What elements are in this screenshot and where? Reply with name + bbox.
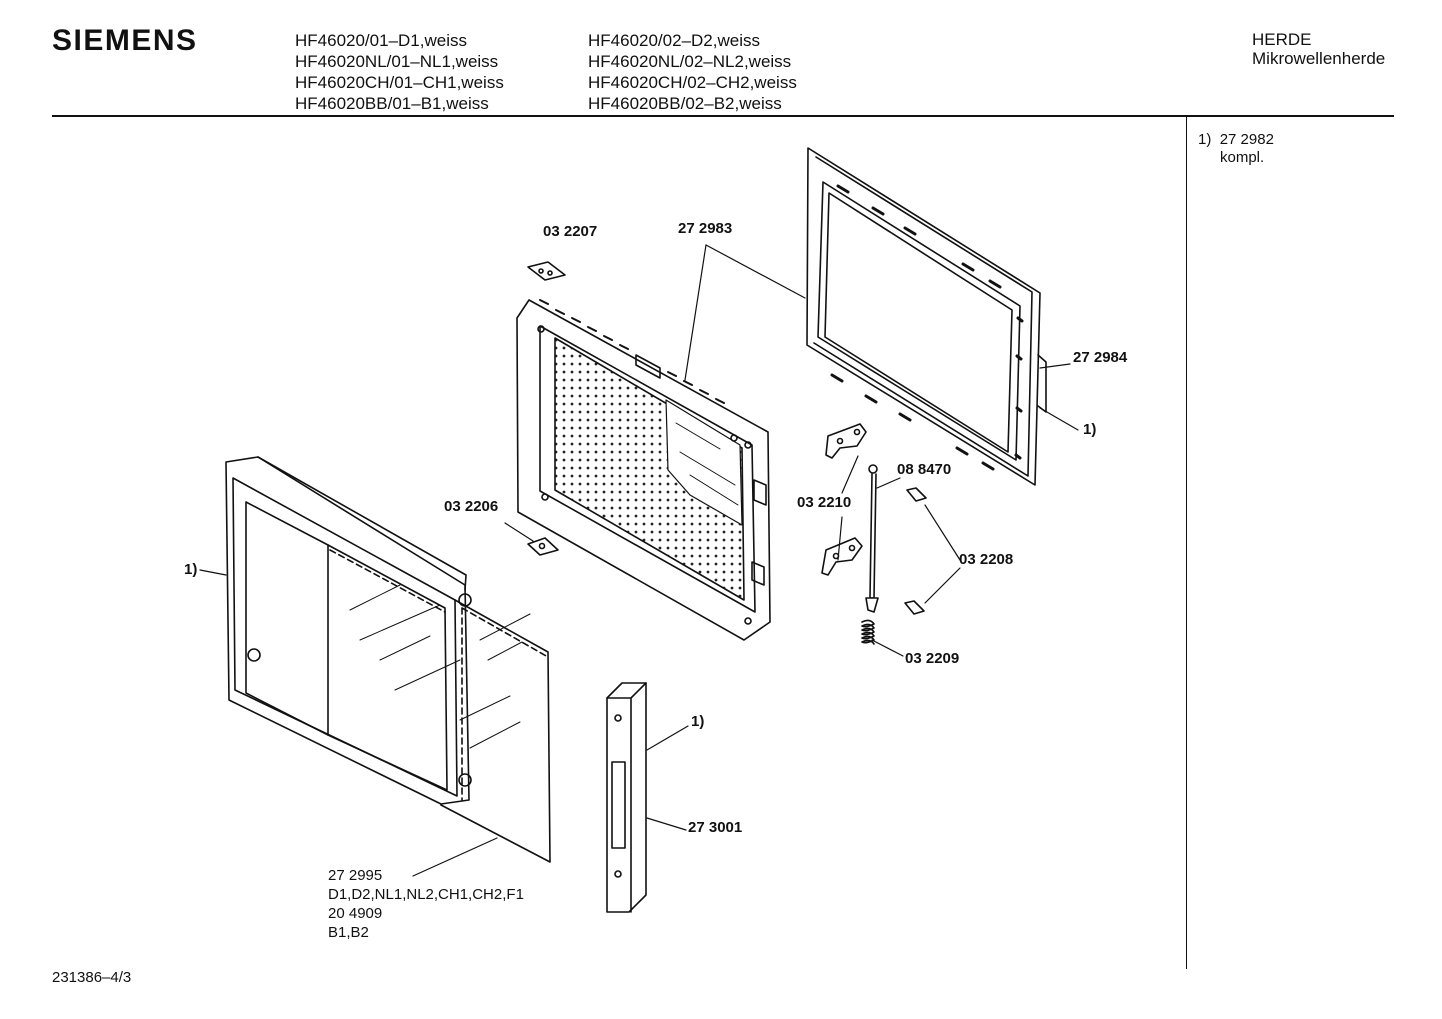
back-frame-part (806, 147, 1047, 486)
category-block: HERDE Mikrowellenherde (1252, 30, 1385, 68)
choke-frame-part (516, 299, 771, 641)
plate-part-upper (527, 261, 566, 281)
model-line: HF46020/01–D1,weiss (295, 31, 467, 50)
plate-part-lower (527, 537, 559, 556)
door-variant-block: 27 2995 D1,D2,NL1,NL2,CH1,CH2,F1 20 4909… (328, 866, 524, 942)
category-title: HERDE (1252, 30, 1312, 49)
footnote-part-number: 27 2982 (1219, 131, 1274, 148)
footnote-block: 1) 27 2982 kompl. (1198, 131, 1274, 167)
model-line: HF46020NL/02–NL2,weiss (588, 52, 792, 71)
label-032206: 03 2206 (444, 498, 499, 515)
model-line: HF46020NL/01–NL1,weiss (295, 52, 499, 71)
label-ref-frame: 1) (1083, 421, 1097, 438)
leader-lines (199, 244, 1079, 877)
latch-hook-upper (825, 423, 867, 459)
footnote-text: kompl. (1220, 149, 1265, 166)
pin-part (904, 487, 927, 615)
latch-rod-part (865, 464, 879, 613)
latch-hook-lower (821, 537, 863, 576)
label-032209: 03 2209 (905, 650, 960, 667)
label-272995: 27 2995 (328, 867, 383, 884)
model-line: HF46020BB/01–B1,weiss (295, 94, 489, 113)
label-088470: 08 8470 (897, 461, 952, 478)
category-subtitle: Mikrowellenherde (1252, 49, 1386, 68)
header-divider (52, 115, 1394, 117)
model-line: HF46020/02–D2,weiss (588, 31, 760, 50)
model-line: HF46020CH/01–CH1,weiss (295, 73, 504, 92)
model-line: HF46020BB/02–B2,weiss (588, 94, 782, 113)
label-032207: 03 2207 (543, 223, 598, 240)
footnote-marker: 1) (1198, 131, 1212, 148)
label-272984: 27 2984 (1073, 349, 1128, 366)
brand-logo: SIEMENS (52, 24, 198, 57)
label-204909-variants: B1,B2 (328, 924, 369, 941)
label-272983: 27 2983 (678, 220, 733, 237)
notes-divider (1186, 117, 1187, 969)
label-272995-variants: D1,D2,NL1,NL2,CH1,CH2,F1 (328, 886, 524, 903)
label-032208: 03 2208 (959, 551, 1014, 568)
door-handle-part (606, 682, 647, 913)
model-list-2: HF46020/02–D2,weiss HF46020NL/02–NL2,wei… (588, 30, 797, 114)
document-id: 231386–4/3 (52, 969, 132, 986)
front-door-part (225, 456, 551, 863)
model-line: HF46020CH/02–CH2,weiss (588, 73, 797, 92)
label-ref-handle: 1) (691, 713, 705, 730)
label-032210: 03 2210 (797, 494, 852, 511)
label-204909: 20 4909 (328, 905, 383, 922)
label-273001: 27 3001 (688, 819, 743, 836)
model-list-1: HF46020/01–D1,weiss HF46020NL/01–NL1,wei… (295, 30, 504, 114)
label-ref-door: 1) (184, 561, 198, 578)
